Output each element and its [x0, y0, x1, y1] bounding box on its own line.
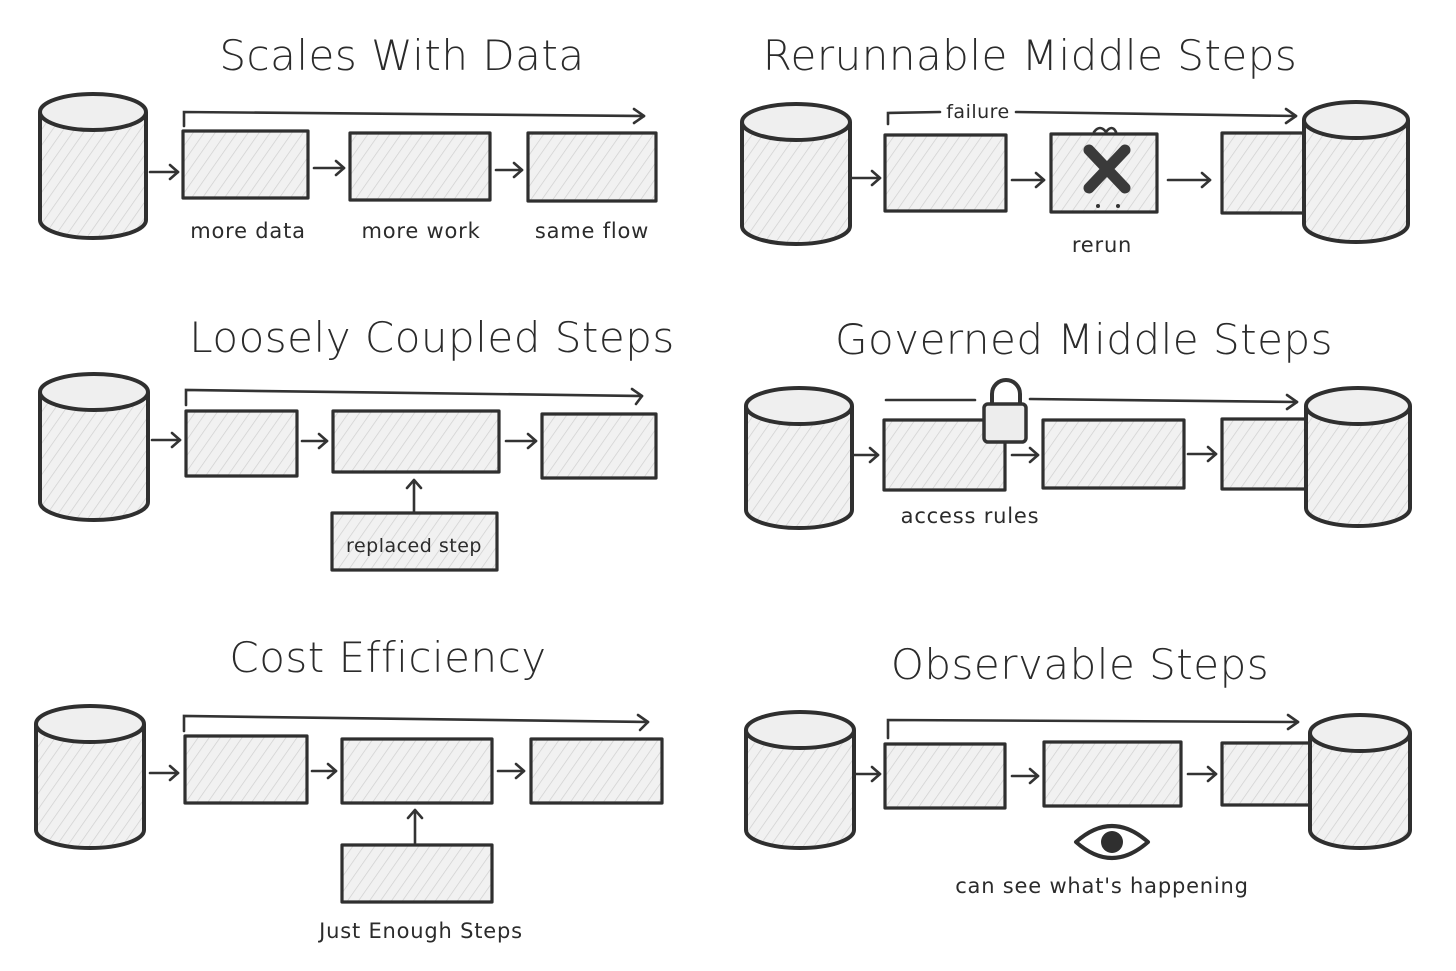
padlock-icon: [982, 378, 1028, 444]
overall-flow-arrow: [182, 107, 646, 128]
overall-flow-arrow: [884, 393, 1299, 411]
step-box: [540, 412, 658, 480]
support-arrow: [406, 808, 424, 845]
flow-arrow: [1186, 445, 1218, 463]
flow-arrow: [312, 159, 346, 177]
flow-arrow: [1186, 765, 1218, 783]
flow-arrow: [496, 762, 526, 780]
panel-scales-with-data: Scales With Data more data more work sam…: [38, 31, 658, 243]
replaced-step-box: [330, 511, 499, 572]
source-cylinder: [740, 102, 852, 246]
replace-arrow: [405, 478, 423, 514]
step-box: [529, 737, 664, 805]
just-enough-label: Just Enough Steps: [317, 919, 523, 943]
x-mark-icon: [1083, 144, 1131, 194]
source-cylinder: [744, 710, 856, 850]
panel-title: Loosely Coupled Steps: [189, 313, 674, 362]
step-box: [184, 409, 299, 478]
step-label: same flow: [535, 219, 649, 243]
flow-arrow: [504, 432, 538, 450]
flow-arrow: [150, 431, 182, 449]
panel-cost-efficiency: Cost Efficiency Just Enough: [34, 633, 664, 943]
flow-arrow: [148, 764, 180, 782]
panel-title: Rerunnable Middle Steps: [763, 31, 1298, 80]
step-box: [883, 133, 1008, 213]
panel-governed-middle-steps: Governed Middle Steps: [744, 315, 1412, 530]
step-box: [183, 734, 309, 805]
target-cylinder: [1302, 100, 1410, 244]
panel-title: Scales With Data: [219, 31, 584, 80]
source-cylinder: [744, 386, 854, 530]
overall-flow-arrow: [886, 713, 1300, 740]
step-box: [1220, 131, 1316, 215]
step-box: [1041, 418, 1186, 490]
failure-label: failure: [946, 101, 1010, 123]
flow-arrow: [148, 163, 180, 181]
failed-step-box: [1049, 126, 1159, 214]
flow-arrow: [850, 169, 882, 187]
step-box: [883, 742, 1007, 810]
step-box: [1220, 417, 1314, 491]
panel-title: Observable Steps: [891, 640, 1269, 689]
panel-title: Cost Efficiency: [229, 633, 546, 682]
panel-loosely-coupled-steps: Loosely Coupled Steps replac: [38, 313, 674, 572]
flow-arrow: [310, 762, 338, 780]
observability-label: can see what's happening: [955, 874, 1249, 898]
panel-title: Governed Middle Steps: [835, 315, 1333, 364]
target-cylinder: [1304, 386, 1412, 528]
eye-icon: [1074, 824, 1150, 860]
flow-arrow: [1010, 767, 1040, 785]
step-label: more work: [361, 219, 480, 243]
overall-flow-arrow: [184, 387, 644, 407]
step-box: [340, 737, 494, 805]
flow-arrow: [852, 446, 880, 464]
source-cylinder: [38, 372, 150, 522]
panel-observable-steps: Observable Steps: [744, 640, 1412, 898]
failure-flow-arrow: [886, 107, 1298, 126]
panel-rerunnable-middle-steps: Rerunnable Middle Steps: [740, 31, 1410, 257]
flow-arrow: [1166, 171, 1212, 189]
source-cylinder: [38, 92, 148, 240]
flow-arrow: [854, 765, 882, 783]
overall-flow-arrow: [182, 713, 650, 733]
step-box: [1220, 741, 1314, 807]
flow-arrow: [300, 432, 329, 450]
flow-arrow: [1010, 446, 1040, 464]
step-label: more data: [190, 219, 306, 243]
step-box: [331, 409, 501, 474]
step-box: [1042, 740, 1183, 808]
step-box: [181, 129, 310, 200]
step-box: [348, 131, 492, 202]
step-box: [526, 131, 658, 203]
target-cylinder: [1308, 713, 1412, 850]
rerun-label: rerun: [1072, 233, 1132, 257]
just-enough-step-box: [340, 843, 494, 904]
replaced-step-label: replaced step: [346, 535, 482, 557]
flow-arrow: [1010, 171, 1046, 189]
flow-arrow: [494, 161, 524, 179]
access-rules-label: access rules: [901, 504, 1040, 528]
source-cylinder: [34, 704, 146, 850]
